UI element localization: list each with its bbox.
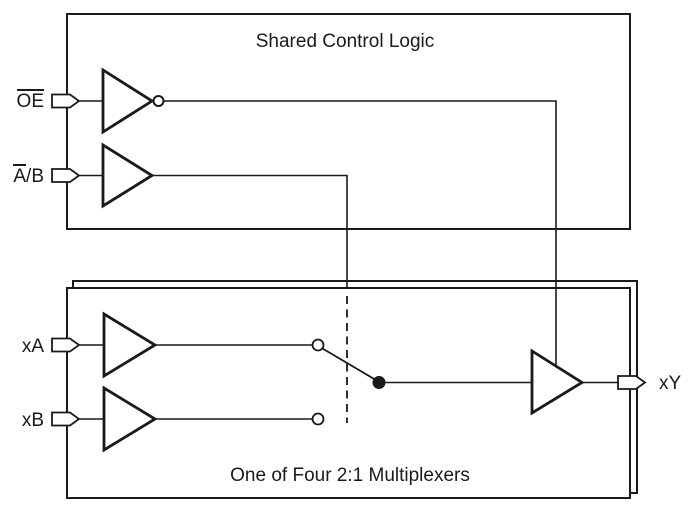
xb-buffer (102, 385, 158, 453)
xa-switch-contact-icon (311, 338, 325, 352)
ab-label-rest: /B (26, 166, 44, 187)
inverter-bubble-icon (152, 95, 165, 107)
xa-label: xA (21, 336, 44, 357)
xa-input-pin-icon (51, 337, 81, 353)
control-logic-title: Shared Control Logic (255, 31, 435, 52)
xy-label: xY (659, 373, 682, 394)
ab-label-overlined: A (13, 164, 27, 187)
oe-label: OE (6, 89, 44, 111)
ab-input-pin-icon (51, 168, 81, 183)
oe-input-pin-icon (51, 93, 81, 109)
oe-inverter (101, 67, 155, 135)
xa-buffer (102, 311, 158, 379)
xb-input-pin-icon (51, 411, 81, 427)
mux-title: One of Four 2:1 Multiplexers (230, 465, 470, 486)
xb-label: xB (21, 410, 44, 431)
switch-arm (322, 347, 376, 381)
xy-output-pin-icon (617, 375, 647, 390)
control-logic-box (66, 13, 631, 230)
wire-oe-enable-route (164, 100, 557, 367)
ab-label: A/B (6, 164, 44, 186)
output-buffer (530, 348, 585, 416)
oe-label-text: OE (16, 89, 44, 112)
ab-buffer (101, 142, 155, 209)
wire-ab-select-route (152, 174, 348, 289)
xb-switch-contact-icon (311, 412, 325, 426)
